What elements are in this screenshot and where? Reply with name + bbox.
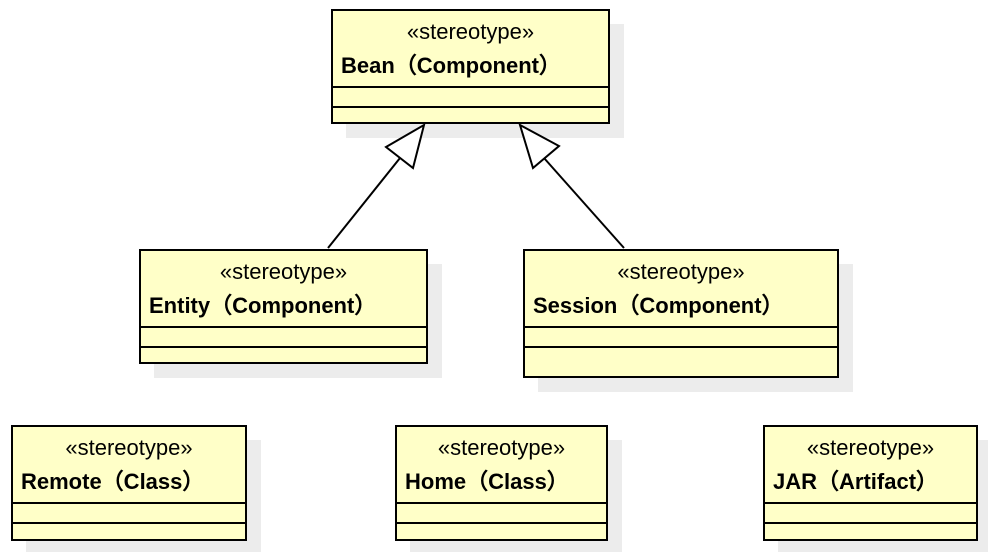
entity-to-bean-line bbox=[327, 157, 401, 249]
entity-class-box[interactable]: «stereotype» Entity（Component） bbox=[139, 249, 428, 364]
remote-class-name: Remote（Class） bbox=[21, 469, 205, 494]
session-stereotype: «stereotype» bbox=[617, 259, 745, 284]
remote-stereotype: «stereotype» bbox=[65, 435, 193, 460]
jar-artifact-box[interactable]: «stereotype» JAR（Artifact） bbox=[763, 425, 978, 541]
home-class-name: Home（Class） bbox=[405, 469, 569, 494]
bean-attributes-separator bbox=[333, 86, 608, 88]
entity-class-name: Entity（Component） bbox=[149, 293, 377, 318]
bean-class-name: Bean（Component） bbox=[341, 53, 562, 78]
jar-artifact-name: JAR（Artifact） bbox=[773, 469, 939, 494]
entity-operations-separator bbox=[141, 346, 426, 348]
jar-attributes-separator bbox=[765, 502, 976, 504]
bean-class-box[interactable]: «stereotype» Bean（Component） bbox=[331, 9, 610, 124]
bean-operations-separator bbox=[333, 106, 608, 108]
session-to-bean-line bbox=[543, 157, 625, 249]
home-operations-separator bbox=[397, 522, 606, 524]
remote-operations-separator bbox=[13, 522, 245, 524]
jar-stereotype: «stereotype» bbox=[806, 435, 935, 460]
remote-attributes-separator bbox=[13, 502, 245, 504]
entity-attributes-separator bbox=[141, 326, 426, 328]
bean-stereotype: «stereotype» bbox=[406, 19, 535, 44]
session-class-name: Session（Component） bbox=[533, 293, 784, 318]
session-operations-separator bbox=[525, 346, 837, 348]
entity-to-bean-arrowhead bbox=[384, 122, 426, 170]
home-stereotype: «stereotype» bbox=[437, 435, 566, 460]
home-class-box[interactable]: «stereotype» Home（Class） bbox=[395, 425, 608, 541]
remote-class-box[interactable]: «stereotype» Remote（Class） bbox=[11, 425, 247, 541]
session-class-box[interactable]: «stereotype» Session（Component） bbox=[523, 249, 839, 378]
home-attributes-separator bbox=[397, 502, 606, 504]
entity-stereotype: «stereotype» bbox=[219, 259, 348, 284]
session-to-bean-arrowhead bbox=[518, 122, 561, 170]
session-attributes-separator bbox=[525, 326, 837, 328]
jar-operations-separator bbox=[765, 522, 976, 524]
